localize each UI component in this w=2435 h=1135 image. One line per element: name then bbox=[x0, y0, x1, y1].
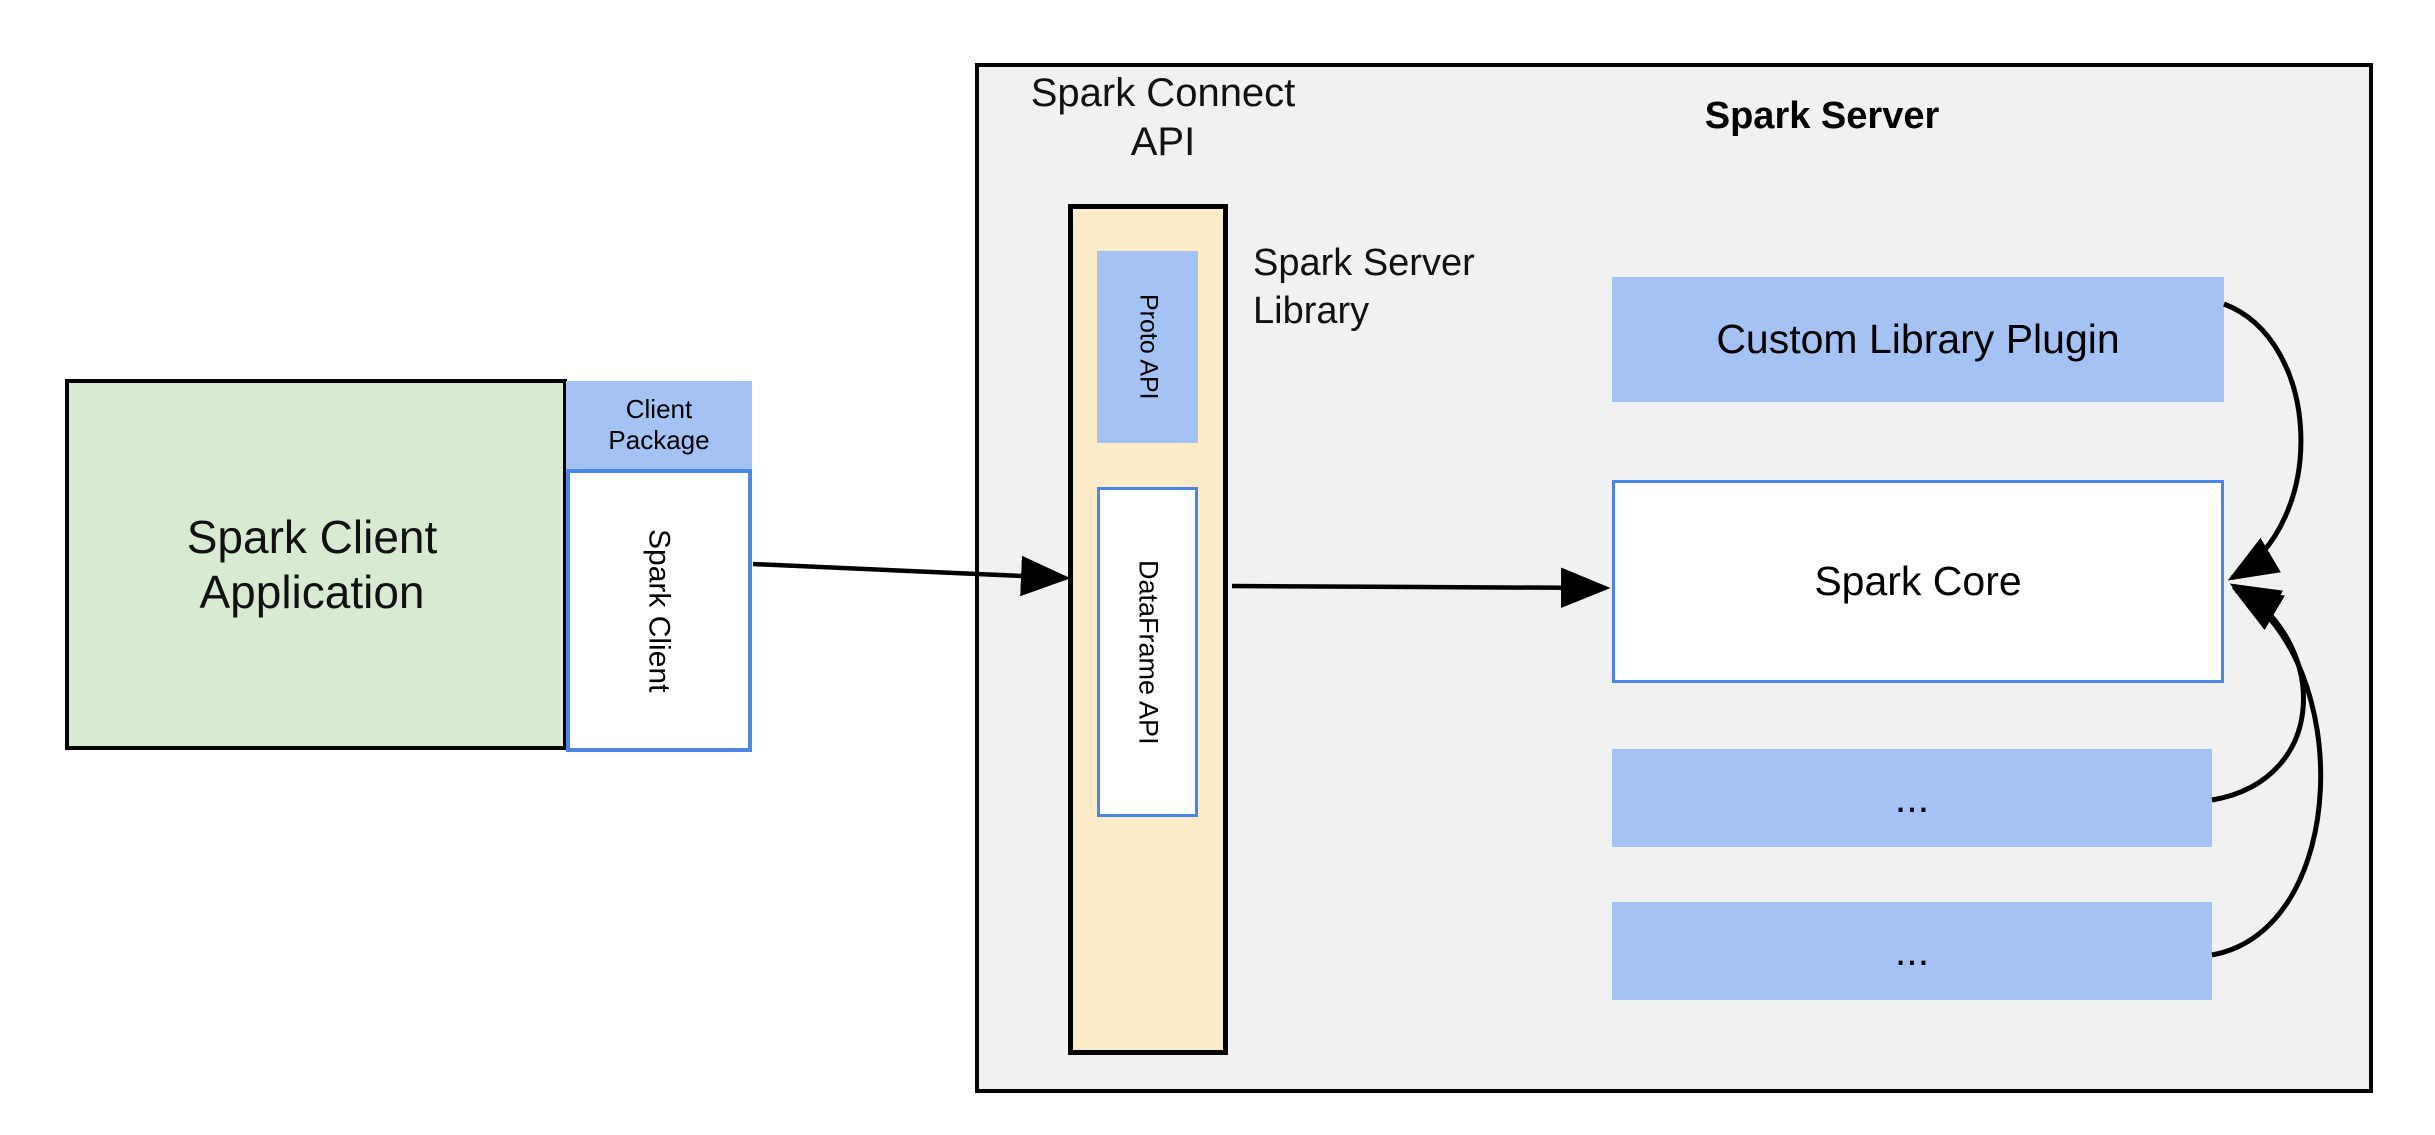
proto-api-box: Proto API bbox=[1097, 251, 1198, 443]
spark-client-label: Spark Client bbox=[642, 528, 676, 693]
spark-core-box: Spark Core bbox=[1612, 480, 2224, 683]
client-package-line1: Client bbox=[625, 394, 693, 425]
client-package-box: Client Package bbox=[566, 381, 752, 469]
ellipsis-label-2: ... bbox=[1894, 927, 1930, 974]
spark-client-box: Spark Client bbox=[566, 469, 752, 752]
spark-server-title-text: Spark Server bbox=[1704, 95, 1940, 137]
client-package-line2: Package bbox=[608, 425, 710, 455]
spark-connect-api-label: Spark Connect API bbox=[1013, 69, 1313, 167]
spark-client-application-box: Spark Client Application bbox=[65, 379, 567, 750]
spark-server-library-label-line2: Library bbox=[1253, 289, 1370, 332]
proto-api-label: Proto API bbox=[1134, 294, 1163, 400]
dataframe-api-label: DataFrame API bbox=[1133, 559, 1164, 745]
ellipsis-box-1: ... bbox=[1612, 749, 2212, 847]
spark-connect-api-label-line2: API bbox=[1130, 119, 1196, 164]
ellipsis-box-2: ... bbox=[1612, 902, 2212, 1000]
dataframe-api-box: DataFrame API bbox=[1097, 487, 1198, 817]
spark-server-library-label-line1: Spark Server bbox=[1253, 242, 1475, 284]
spark-core-label: Spark Core bbox=[1814, 558, 2022, 605]
spark-client-application-line2: Application bbox=[199, 565, 425, 618]
spark-server-library-label: Spark Server Library bbox=[1253, 240, 1583, 335]
spark-connect-api-label-line1: Spark Connect bbox=[1030, 71, 1296, 115]
custom-library-plugin-label: Custom Library Plugin bbox=[1716, 316, 2120, 363]
ellipsis-label-1: ... bbox=[1894, 774, 1930, 821]
spark-client-application-line1: Spark Client bbox=[186, 511, 438, 564]
custom-library-plugin-box: Custom Library Plugin bbox=[1612, 277, 2224, 402]
spark-server-title: Spark Server bbox=[1672, 95, 1972, 138]
